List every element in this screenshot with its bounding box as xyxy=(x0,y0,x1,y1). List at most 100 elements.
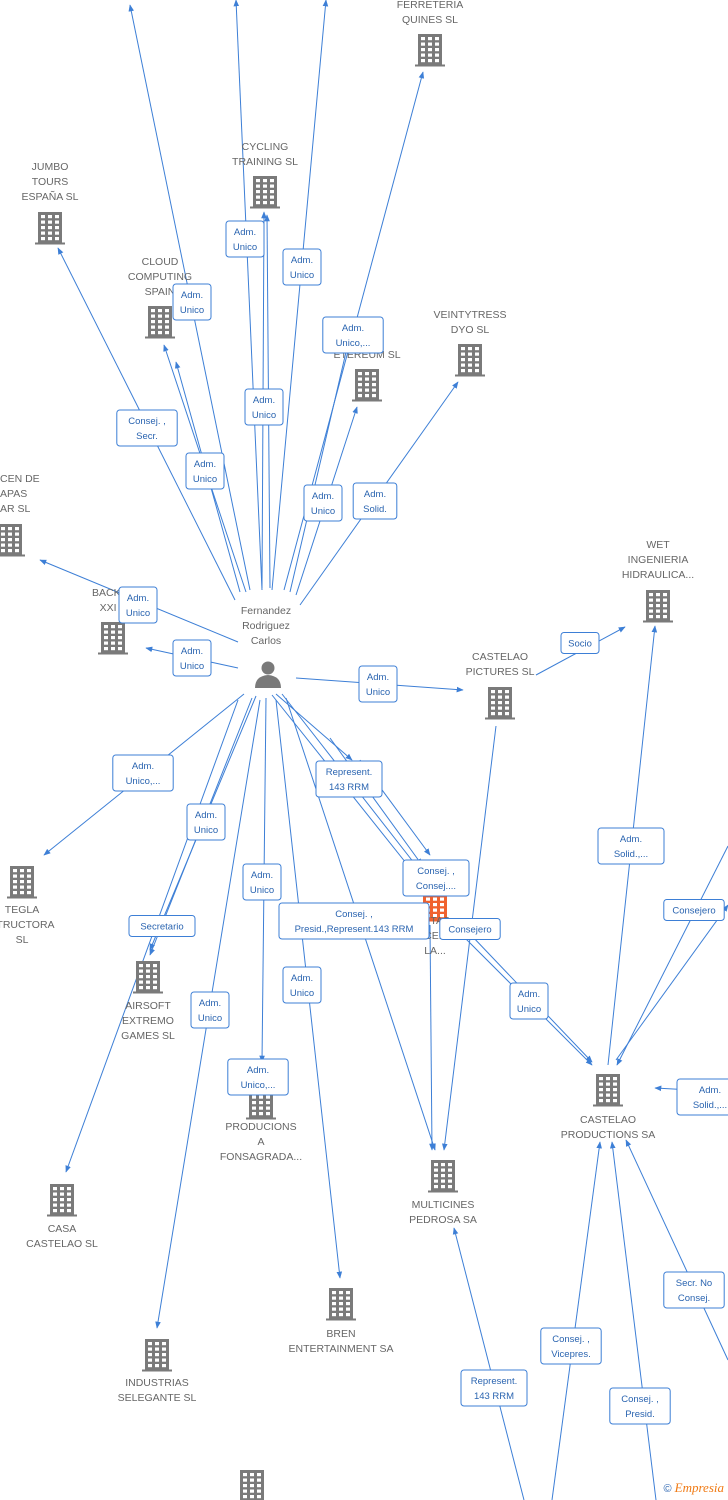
edge-label-e_airsoft_adm[interactable]: Adm.Unico xyxy=(186,803,226,841)
edge-label-e_consejero2[interactable]: Consejero xyxy=(663,899,725,921)
company-name-castelao_pictures[interactable]: PICTURES SL xyxy=(466,666,535,678)
edge-label-e_presid[interactable]: Consej. ,Presid.,Represent.143 RRM xyxy=(278,902,430,940)
brand-logo[interactable]: Empresia xyxy=(674,1480,724,1495)
building-icon[interactable] xyxy=(250,176,280,209)
company-name-tegla[interactable]: STRUCTORA xyxy=(0,919,55,931)
company-name-cycling[interactable]: CYCLING xyxy=(242,141,289,153)
edge-label-e_casa[interactable]: Adm.Unico xyxy=(190,991,230,1029)
company-name-wet[interactable]: HIDRAULICA... xyxy=(622,569,694,581)
company-name-cloud[interactable]: CLOUD xyxy=(142,256,179,268)
company-name-ferreteria[interactable]: FERRETERIA xyxy=(397,0,464,11)
edge-label-text: Consej. , xyxy=(621,1394,659,1405)
company-name-veintytress[interactable]: DYO SL xyxy=(451,324,490,336)
building-icon[interactable] xyxy=(455,344,485,377)
company-name-airsoft[interactable]: AIRSOFT xyxy=(125,1000,171,1012)
building-icon[interactable] xyxy=(35,212,65,245)
edge-label-e_etereum_top[interactable]: Adm.Unico,... xyxy=(322,316,384,354)
building-icon[interactable] xyxy=(593,1074,623,1107)
edge-line-e_presid2 xyxy=(609,1141,657,1500)
company-name-producions[interactable]: FONSAGRADA... xyxy=(220,1151,302,1163)
company-name-tegla[interactable]: SL xyxy=(16,934,29,946)
edge-label-text: Adm. xyxy=(132,761,154,772)
edge-label-e_secretario[interactable]: Secretario xyxy=(128,915,196,937)
edge-label-e_producions[interactable]: Adm.Unico xyxy=(242,863,282,901)
company-name-cloud[interactable]: COMPUTING xyxy=(128,271,192,283)
company-name-almacen[interactable]: AR SL xyxy=(0,503,31,515)
company-name-airsoft[interactable]: GAMES SL xyxy=(121,1030,175,1042)
edge-label-e_represent[interactable]: Represent.143 RRM xyxy=(315,760,383,798)
building-icon[interactable] xyxy=(485,687,515,720)
company-name-bren[interactable]: ENTERTAINMENT SA xyxy=(288,1343,393,1355)
building-icon[interactable] xyxy=(237,1470,267,1500)
building-icon[interactable] xyxy=(7,866,37,899)
company-name-castelao_productions[interactable]: CASTELAO xyxy=(580,1114,636,1126)
edge-label-e_ferreteria[interactable]: Adm.Unico xyxy=(282,248,322,286)
company-name-multicines[interactable]: PEDROSA SA xyxy=(409,1214,477,1226)
edge-label-e_presid2[interactable]: Consej. ,Presid. xyxy=(609,1387,671,1425)
company-name-jumbo[interactable]: JUMBO xyxy=(32,161,69,173)
edge-label-text: Consej.... xyxy=(416,881,456,892)
company-name-casa[interactable]: CASA xyxy=(48,1223,77,1235)
company-name-citas[interactable]: LA... xyxy=(424,945,446,957)
edge-label-e_vicepres[interactable]: Consej. ,Vicepres. xyxy=(540,1327,602,1365)
company-name-casa[interactable]: CASTELAO SL xyxy=(26,1238,98,1250)
edge-label-e_etereum[interactable]: Adm.Unico xyxy=(303,484,343,522)
edge-label-text: Adm. xyxy=(127,593,149,604)
building-icon[interactable] xyxy=(98,622,128,655)
building-icon[interactable] xyxy=(415,34,445,67)
edge-label-e_almacen[interactable]: Adm.Unico xyxy=(118,586,158,624)
edge-label-e_bren[interactable]: Adm.Unico xyxy=(282,966,322,1004)
edge-label-e_backstage[interactable]: Adm.Unico xyxy=(172,639,212,677)
company-name-producions[interactable]: A xyxy=(257,1136,264,1148)
company-name-ferreteria[interactable]: QUINES SL xyxy=(402,14,458,26)
edge-label-e_castelao_pictures[interactable]: Adm.Unico xyxy=(358,665,398,703)
company-name-producions[interactable]: PRODUCIONS xyxy=(225,1121,296,1133)
company-name-castelao_pictures[interactable]: CASTELAO xyxy=(472,651,528,663)
edge-label-e_veinty[interactable]: Adm.Solid. xyxy=(352,482,398,520)
building-icon[interactable] xyxy=(428,1160,458,1193)
edge-label-e_jumbo[interactable]: Consej. ,Secr. xyxy=(116,409,178,447)
company-name-airsoft[interactable]: EXTREMO xyxy=(122,1015,174,1027)
person-icon[interactable] xyxy=(255,661,281,689)
edge-label-e_mid[interactable]: Adm.Unico xyxy=(244,388,284,426)
company-name-almacen[interactable]: CEN DE xyxy=(0,473,40,485)
building-icon[interactable] xyxy=(145,306,175,339)
edge-label-e_consejero1[interactable]: Consejero xyxy=(439,918,501,940)
company-name-almacen[interactable]: APAS xyxy=(0,488,27,500)
edge-line-e_secr_no xyxy=(625,1139,728,1361)
building-icon[interactable] xyxy=(352,369,382,402)
company-name-jumbo[interactable]: TOURS xyxy=(32,176,69,188)
edge-label-e_tegla[interactable]: Adm.Unico,... xyxy=(112,754,174,792)
edge-label-e_cloud2[interactable]: Adm.Unico xyxy=(185,452,225,490)
edge-label-e_industrias[interactable]: Adm.Unico,... xyxy=(227,1058,289,1096)
company-name-wet[interactable]: INGENIERIA xyxy=(628,554,689,566)
building-icon[interactable] xyxy=(0,524,25,557)
edge-label-e_multicines[interactable]: Represent.143 RRM xyxy=(460,1369,528,1407)
company-name-castelao_productions[interactable]: PRODUCTIONS SA xyxy=(561,1129,656,1141)
edge-label-e_citas_cp[interactable]: Adm.Unico xyxy=(509,982,549,1020)
company-name-veintytress[interactable]: VEINTYTRESS xyxy=(434,309,507,321)
edge-label-e_right_solid[interactable]: Adm.Solid.,... xyxy=(676,1078,728,1116)
building-icon[interactable] xyxy=(326,1288,356,1321)
edge-label-e_wet[interactable]: Adm.Solid.,... xyxy=(597,827,665,865)
edge-label-e_consej_citas[interactable]: Consej. ,Consej.... xyxy=(402,859,470,897)
company-name-multicines[interactable]: MULTICINES xyxy=(412,1199,475,1211)
edge-label-e_cycling[interactable]: Adm.Unico xyxy=(225,220,265,258)
company-name-tegla[interactable]: TEGLA xyxy=(5,904,39,916)
company-name-industrias[interactable]: SELEGANTE SL xyxy=(118,1392,197,1404)
company-name-bren[interactable]: BREN xyxy=(326,1328,355,1340)
edge-label-e_socio[interactable]: Socio xyxy=(560,632,600,654)
company-name-wet[interactable]: WET xyxy=(646,539,670,551)
building-icon[interactable] xyxy=(133,961,163,994)
building-icon[interactable] xyxy=(643,590,673,623)
company-name-industrias[interactable]: INDUSTRIAS xyxy=(125,1377,189,1389)
building-icon[interactable] xyxy=(142,1339,172,1372)
edge-label-e_cloud[interactable]: Adm.Unico xyxy=(172,283,212,321)
company-name-jumbo[interactable]: ESPAÑA SL xyxy=(21,190,78,203)
building-icon[interactable] xyxy=(47,1184,77,1217)
company-name-cloud[interactable]: SPAIN xyxy=(145,286,176,298)
edge-label-text: Solid.,... xyxy=(693,1100,727,1111)
company-name-cycling[interactable]: TRAINING SL xyxy=(232,156,298,168)
